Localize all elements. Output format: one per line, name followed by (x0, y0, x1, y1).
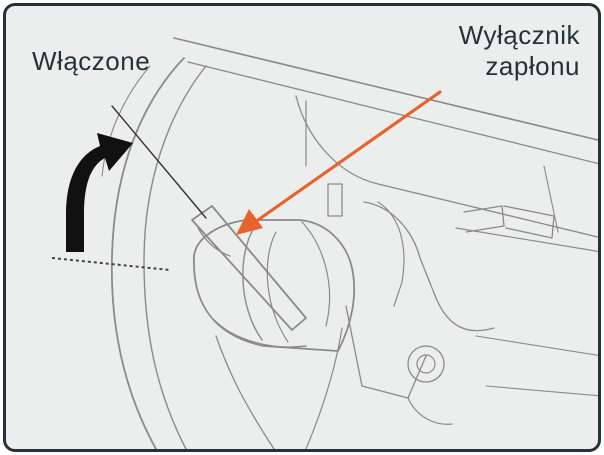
frame-tube-outer (112, 58, 184, 449)
lower-mechanism (346, 306, 426, 398)
arrow-icon (236, 92, 440, 235)
ignition-switch-label-line2: zapłonu (459, 51, 580, 82)
on-position-label: Włączone (32, 46, 150, 77)
switch-housing (194, 220, 354, 351)
frame-tube-inner (144, 66, 206, 449)
mount-block (504, 206, 554, 238)
ignition-switch-label-line1: Wyłącznik (459, 20, 580, 51)
curved-arrow-icon (66, 133, 133, 252)
right-bracket (364, 202, 494, 331)
diagram-frame: Włączone Wyłącznik zapłonu (3, 3, 601, 452)
ignition-switch-label: Wyłącznik zapłonu (459, 20, 580, 82)
